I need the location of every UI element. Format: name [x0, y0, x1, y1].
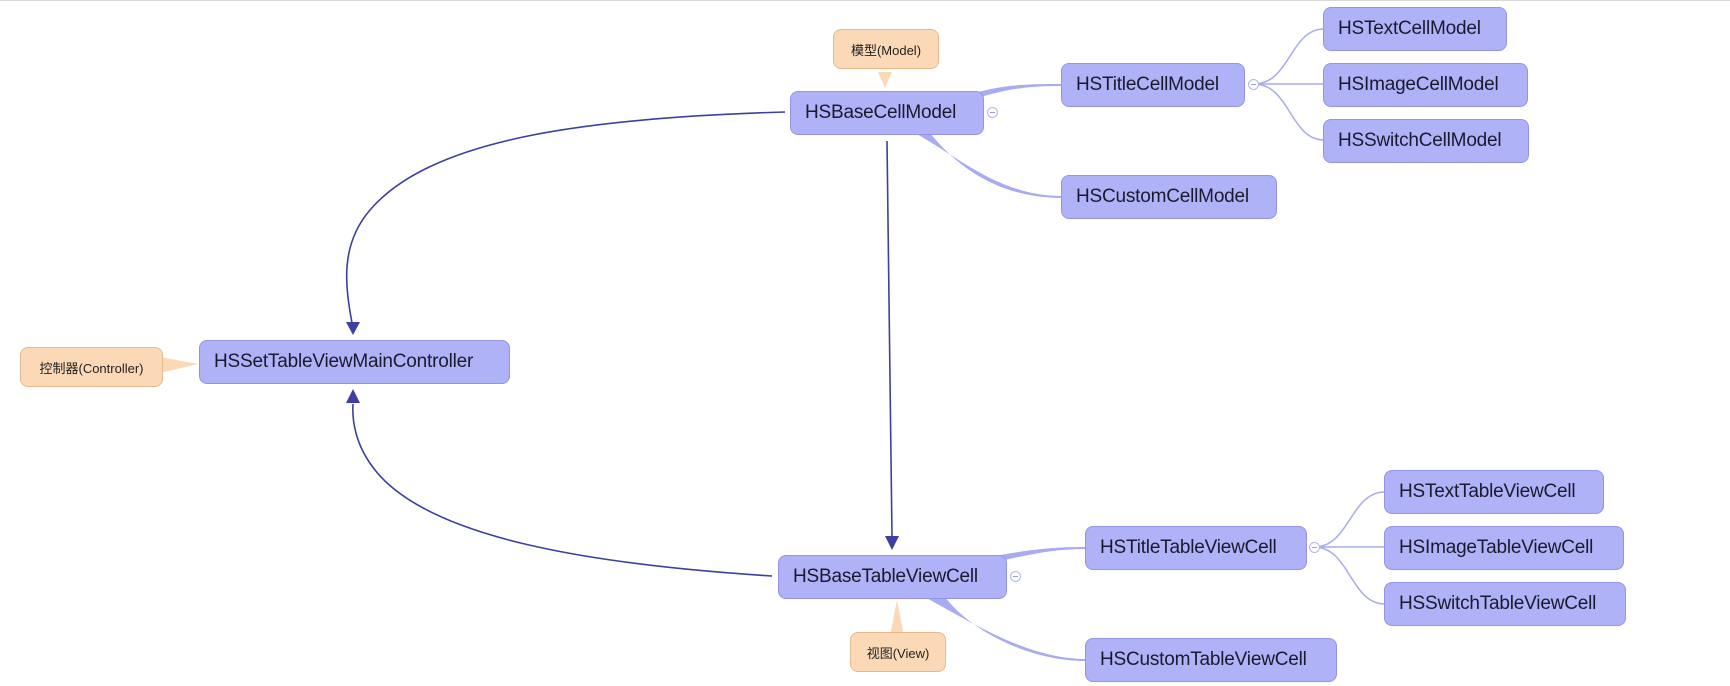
node-title-cell-model[interactable]: HSTitleCellModel — [1061, 63, 1245, 107]
collapse-toggle-base-cell-model[interactable] — [987, 107, 998, 118]
branch-title-cell-to-switch-cell — [1313, 546, 1386, 605]
branch-title-model-to-text-model — [1253, 28, 1325, 85]
node-title-table-view-cell[interactable]: HSTitleTableViewCell — [1085, 526, 1307, 570]
branch-base-cell-to-custom-cell — [925, 597, 1086, 661]
node-base-table-view-cell-label: HSBaseTableViewCell — [793, 566, 978, 587]
callout-controller[interactable]: 控制器(Controller) — [20, 347, 163, 387]
node-custom-table-view-cell[interactable]: HSCustomTableViewCell — [1085, 638, 1337, 682]
node-text-table-view-cell-label: HSTextTableViewCell — [1399, 481, 1576, 502]
top-divider — [0, 0, 1730, 1]
node-custom-cell-model-label: HSCustomCellModel — [1076, 186, 1249, 207]
callout-view-label: 视图(View) — [866, 645, 930, 661]
collapse-toggle-title-cell-model[interactable] — [1248, 79, 1259, 90]
node-switch-table-view-cell[interactable]: HSSwitchTableViewCell — [1384, 582, 1626, 626]
arrow-model-to-controller — [345, 111, 786, 324]
callout-controller-label: 控制器(Controller) — [39, 360, 144, 376]
node-text-cell-model[interactable]: HSTextCellModel — [1323, 7, 1507, 51]
node-title-table-view-cell-label: HSTitleTableViewCell — [1100, 537, 1277, 558]
controller-callout-pointer — [160, 357, 198, 373]
collapse-toggle-title-table-view-cell[interactable] — [1309, 542, 1320, 553]
node-title-cell-model-label: HSTitleCellModel — [1076, 74, 1219, 95]
arrow-view-to-controller-head — [346, 389, 360, 403]
branch-title-model-to-switch-model — [1253, 83, 1325, 141]
branch-title-cell-to-text-cell — [1313, 491, 1386, 548]
collapse-toggle-base-table-view-cell[interactable] — [1010, 571, 1021, 582]
branch-base-cell-to-title-cell — [1000, 547, 1086, 561]
callout-model[interactable]: 模型(Model) — [833, 29, 939, 69]
node-image-cell-model[interactable]: HSImageCellModel — [1323, 63, 1528, 107]
node-switch-cell-model-label: HSSwitchCellModel — [1338, 130, 1502, 151]
arrow-model-to-view-head — [885, 536, 899, 550]
node-controller[interactable]: HSSetTableViewMainController — [199, 340, 510, 384]
node-custom-cell-model[interactable]: HSCustomCellModel — [1061, 175, 1277, 219]
callout-view[interactable]: 视图(View) — [850, 632, 946, 672]
node-switch-table-view-cell-label: HSSwitchTableViewCell — [1399, 593, 1597, 614]
arrow-model-to-controller-head — [346, 322, 360, 335]
model-callout-pointer — [878, 72, 892, 88]
view-callout-pointer — [890, 600, 904, 636]
node-text-table-view-cell[interactable]: HSTextTableViewCell — [1384, 470, 1604, 514]
node-base-cell-model[interactable]: HSBaseCellModel — [790, 91, 984, 135]
arrow-model-to-view — [886, 140, 893, 538]
branch-base-model-to-title-model — [978, 84, 1062, 98]
node-text-cell-model-label: HSTextCellModel — [1338, 18, 1481, 39]
node-image-cell-model-label: HSImageCellModel — [1338, 74, 1499, 95]
node-base-cell-model-label: HSBaseCellModel — [805, 102, 957, 123]
node-image-table-view-cell-label: HSImageTableViewCell — [1399, 537, 1594, 558]
node-base-table-view-cell[interactable]: HSBaseTableViewCell — [778, 555, 1007, 599]
arrow-view-to-controller — [352, 403, 773, 577]
branch-base-model-to-custom-model — [915, 133, 1062, 198]
node-controller-label: HSSetTableViewMainController — [214, 351, 474, 372]
node-switch-cell-model[interactable]: HSSwitchCellModel — [1323, 119, 1529, 163]
node-custom-table-view-cell-label: HSCustomTableViewCell — [1100, 649, 1307, 670]
node-image-table-view-cell[interactable]: HSImageTableViewCell — [1384, 526, 1624, 570]
callout-model-label: 模型(Model) — [850, 42, 922, 58]
